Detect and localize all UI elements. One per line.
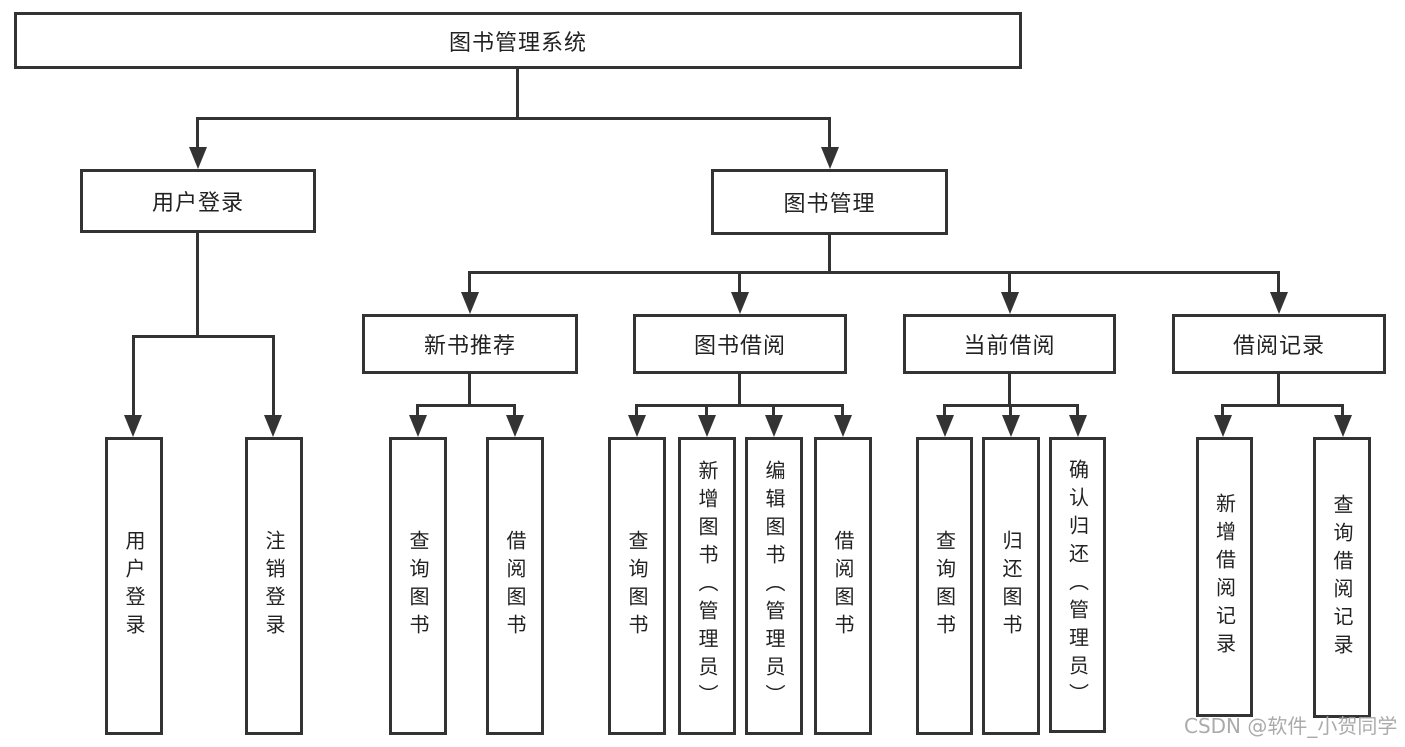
leaf-confirm-return-admin: 确认归还（管理员）: [1049, 437, 1106, 733]
node-borrowing-records: 借阅记录: [1172, 314, 1386, 374]
connector-line: [132, 335, 274, 338]
leaf-add-books-admin: 新增图书（管理员）: [678, 437, 736, 735]
connector-line: [416, 404, 515, 407]
arrow-down-icon: [124, 415, 142, 437]
connector-line: [196, 117, 831, 120]
node-label: 新书推荐: [423, 334, 516, 359]
leaf-label: 查询借阅记录: [1330, 493, 1354, 662]
leaf-query-books-current: 查询图书: [916, 437, 973, 735]
arrow-down-icon: [834, 415, 852, 437]
arrow-down-icon: [628, 415, 646, 437]
connector-line: [1221, 404, 1342, 407]
leaf-edit-books-admin: 编辑图书（管理员）: [745, 437, 803, 735]
leaf-label: 新增借阅记录: [1212, 493, 1237, 661]
connector-line: [1221, 404, 1224, 420]
connector-line: [272, 335, 275, 420]
arrow-down-icon: [1214, 415, 1232, 437]
connector-line: [516, 66, 519, 120]
connector-line: [1008, 271, 1011, 296]
arrow-down-icon: [1001, 292, 1019, 314]
connector-line: [943, 404, 946, 420]
node-label: 借阅记录: [1232, 334, 1325, 359]
leaf-borrow-books-borrowing: 借阅图书: [814, 437, 872, 735]
connector-line: [738, 271, 741, 296]
node-label: 图书管理系统: [448, 30, 587, 56]
connector-line: [635, 404, 844, 407]
connector-line: [468, 271, 1280, 274]
leaf-label: 查询图书: [625, 530, 649, 642]
connector-line: [468, 374, 471, 407]
leaf-label: 查询图书: [406, 530, 430, 642]
arrow-down-icon: [1334, 415, 1352, 437]
node-label: 用户登录: [151, 191, 244, 216]
arrow-down-icon: [409, 415, 427, 437]
connector-line: [196, 231, 199, 338]
csdn-watermark: CSDN @软件_小贺同学: [1184, 714, 1398, 738]
connector-line: [416, 404, 419, 420]
connector-line: [132, 335, 135, 420]
node-label: 图书管理: [783, 192, 876, 217]
node-book-management: 图书管理: [711, 169, 948, 235]
node-library-management-system: 图书管理系统: [14, 12, 1022, 69]
connector-line: [772, 404, 775, 420]
connector-line: [828, 233, 831, 274]
node-user-login: 用户登录: [80, 169, 316, 233]
leaf-label: 注销登录: [262, 530, 286, 642]
leaf-label: 借阅图书: [503, 530, 527, 642]
leaf-query-borrow-record: 查询借阅记录: [1313, 437, 1371, 718]
arrow-down-icon: [821, 147, 839, 169]
connector-line: [1277, 271, 1280, 296]
arrow-down-icon: [936, 415, 954, 437]
leaf-label: 借阅图书: [831, 530, 855, 642]
leaf-label: 编辑图书（管理员）: [762, 460, 786, 712]
connector-line: [738, 374, 741, 407]
leaf-label: 归还图书: [999, 530, 1023, 642]
node-label: 图书借阅: [693, 334, 786, 359]
arrow-down-icon: [461, 292, 479, 314]
arrow-down-icon: [731, 292, 749, 314]
node-book-borrowing: 图书借阅: [633, 314, 847, 374]
arrow-down-icon: [189, 147, 207, 169]
connector-line: [196, 117, 199, 151]
connector-line: [1008, 374, 1011, 407]
leaf-query-books-recommend: 查询图书: [389, 437, 447, 735]
arrow-down-icon: [264, 415, 282, 437]
leaf-return-books: 归还图书: [982, 437, 1040, 735]
leaf-borrow-books-recommend: 借阅图书: [486, 437, 544, 735]
leaf-label: 用户登录: [122, 530, 146, 642]
connector-line: [513, 404, 516, 420]
connector-line: [1009, 404, 1012, 420]
leaf-label: 新增图书（管理员）: [695, 460, 719, 712]
node-new-book-recommendation: 新书推荐: [362, 314, 578, 374]
leaf-logout-login: 注销登录: [245, 437, 303, 735]
node-label: 当前借阅: [963, 334, 1056, 359]
leaf-query-books-borrowing: 查询图书: [608, 437, 666, 735]
leaf-add-borrow-record: 新增借阅记录: [1196, 437, 1253, 717]
arrow-down-icon: [1270, 292, 1288, 314]
arrow-down-icon: [698, 415, 716, 437]
arrow-down-icon: [506, 415, 524, 437]
node-current-borrowing: 当前借阅: [903, 314, 1116, 374]
connector-line: [841, 404, 844, 420]
connector-line: [705, 404, 708, 420]
connector-line: [1341, 404, 1344, 420]
connector-line: [635, 404, 638, 420]
arrow-down-icon: [1069, 415, 1087, 437]
leaf-label: 确认归还（管理员）: [1065, 459, 1090, 711]
leaf-label: 查询图书: [932, 530, 957, 642]
connector-line: [1277, 374, 1280, 407]
connector-line: [1076, 404, 1079, 420]
connector-line: [828, 117, 831, 151]
arrow-down-icon: [765, 415, 783, 437]
leaf-user-login: 用户登录: [105, 437, 163, 735]
arrow-down-icon: [1002, 415, 1020, 437]
connector-line: [468, 271, 471, 296]
